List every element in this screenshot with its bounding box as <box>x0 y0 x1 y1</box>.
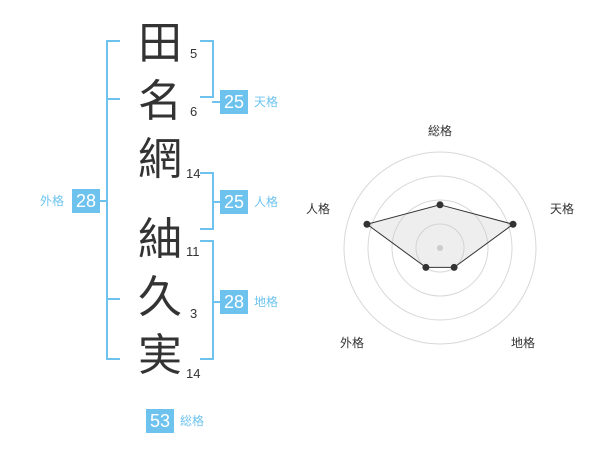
radar-label-gaikaku: 外格 <box>340 336 365 350</box>
radar-ring <box>415 223 465 273</box>
name-char-4: 紬 <box>138 214 182 265</box>
radar-label-tenkaku: 天格 <box>550 202 575 216</box>
radar-series-shape <box>365 204 515 268</box>
radar-point-4 <box>422 263 430 271</box>
stroke-count-6: 14 <box>186 366 201 381</box>
radar-point-5 <box>363 220 371 228</box>
radar-label-soukaku: 総格 <box>428 124 453 138</box>
stroke-count-2: 6 <box>190 104 198 119</box>
chikaku-value: 28 <box>220 290 248 314</box>
radar-point-3 <box>450 263 458 271</box>
tenkaku-label: 天格 <box>254 95 279 109</box>
gaikaku-value: 28 <box>72 189 100 213</box>
name-char-6: 実 <box>138 330 182 381</box>
soukaku-label: 総格 <box>180 414 205 428</box>
chikaku-label: 地格 <box>254 295 279 309</box>
jinkaku-label: 人格 <box>254 195 279 209</box>
tenkaku-value: 25 <box>220 90 248 114</box>
radar-label-chikaku: 地格 <box>511 336 536 350</box>
stroke-count-4: 11 <box>186 244 200 259</box>
radar-ring <box>367 175 513 321</box>
radar-ring <box>343 151 537 345</box>
name-char-1: 田 <box>138 18 182 69</box>
gaikaku-label: 外格 <box>40 194 65 208</box>
name-char-2: 名 <box>138 76 182 127</box>
name-char-3: 網 <box>138 134 182 185</box>
radar-point-2 <box>509 220 517 228</box>
stroke-count-5: 3 <box>190 306 198 321</box>
stroke-count-1: 5 <box>190 46 198 61</box>
stroke-count-3: 14 <box>186 166 201 181</box>
soukaku-value: 53 <box>146 409 174 433</box>
radar-label-jinkaku: 人格 <box>306 202 331 216</box>
radar-center-dot <box>437 245 443 251</box>
jinkaku-value: 25 <box>220 190 248 214</box>
radar-ring <box>391 199 489 297</box>
name-char-5: 久 <box>138 272 182 323</box>
radar-point-1 <box>436 201 444 209</box>
